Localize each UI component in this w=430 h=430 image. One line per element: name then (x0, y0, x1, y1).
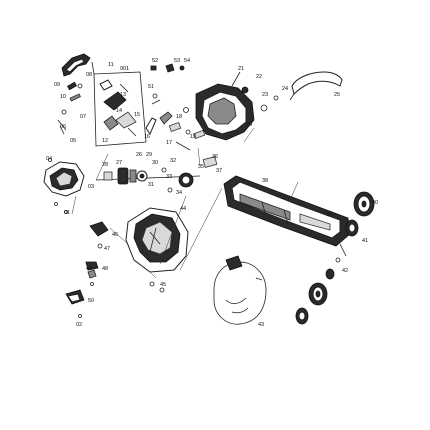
wheel-upper-right (345, 191, 375, 237)
callout-13: 13 (120, 92, 126, 98)
callout-49: 49 (86, 266, 92, 272)
callout-40: 40 (372, 200, 378, 206)
callout-25: 25 (334, 92, 340, 98)
callout-20: 20 (246, 122, 252, 128)
callout-38: 38 (262, 178, 268, 184)
callout-34: 34 (176, 190, 182, 196)
wheel-lower-right (295, 268, 335, 325)
shoulder-strap (289, 71, 343, 101)
callout-43: 43 (258, 322, 264, 328)
axle-parts (335, 243, 347, 263)
callout-09: 09 (54, 82, 60, 88)
callout-21: 21 (238, 66, 244, 72)
callout-22: 22 (256, 74, 262, 80)
callout-23: 23 (262, 92, 268, 98)
callout-39: 39 (326, 212, 332, 218)
small-parts-left (65, 221, 109, 318)
handle-top (61, 53, 91, 77)
callout-15: 15 (134, 112, 140, 118)
callout-02: 02 (76, 322, 82, 328)
callout-03: 03 (88, 184, 94, 190)
fan-housing-left (43, 158, 85, 214)
callout-44: 44 (180, 206, 186, 212)
callout-48: 48 (102, 266, 108, 272)
callout-14: 14 (116, 108, 122, 114)
callout-06: 06 (60, 124, 66, 130)
motor-housing (195, 71, 279, 141)
callout-08: 08 (86, 72, 92, 78)
callout-52: 52 (152, 58, 158, 64)
callout-46: 46 (112, 232, 118, 238)
switch-parts (57, 81, 83, 135)
blower-housing-main (125, 207, 189, 273)
callout-41: 41 (362, 238, 368, 244)
callout-31: 31 (148, 182, 154, 188)
callout-35: 35 (198, 164, 204, 170)
callout-24: 24 (282, 86, 288, 92)
callout-30: 30 (152, 160, 158, 166)
callout-18: 18 (176, 114, 182, 120)
impeller-shaft (95, 156, 218, 193)
callout-50: 50 (88, 298, 94, 304)
callout-42: 42 (342, 268, 348, 274)
callout-17: 17 (166, 140, 172, 146)
callout-36: 36 (212, 154, 218, 160)
small-screws-top (150, 63, 185, 105)
callout-labels: 01 02 03 04 05 06 07 08 09 10 11 12 13 1… (46, 58, 378, 328)
callout-32: 32 (170, 158, 176, 164)
callout-54: 54 (184, 58, 190, 64)
leader-lines (71, 127, 299, 279)
callout-04: 04 (46, 156, 52, 162)
callout-901: 901 (120, 66, 129, 72)
callout-28: 28 (102, 162, 108, 168)
collection-bag (213, 255, 267, 325)
callout-01: 01 (64, 210, 70, 216)
callout-37: 37 (216, 168, 222, 174)
callout-11: 11 (108, 62, 114, 68)
callout-29: 29 (146, 152, 152, 158)
callout-10: 10 (60, 94, 66, 100)
callout-16: 16 (144, 134, 150, 140)
callout-53: 53 (174, 58, 180, 64)
lever-parts (145, 107, 206, 151)
callout-47: 47 (104, 246, 110, 252)
inset-detail-box (91, 61, 147, 147)
callout-45: 45 (160, 282, 166, 288)
housing-fasteners (149, 281, 165, 293)
callout-26: 26 (136, 152, 142, 158)
callout-12: 12 (102, 138, 108, 144)
callout-33: 33 (166, 174, 172, 180)
callout-05: 05 (70, 138, 76, 144)
callout-19: 19 (190, 134, 196, 140)
callout-51: 51 (148, 84, 154, 90)
callout-27: 27 (116, 160, 122, 166)
blower-tube (223, 175, 351, 247)
callout-07: 07 (80, 114, 86, 120)
